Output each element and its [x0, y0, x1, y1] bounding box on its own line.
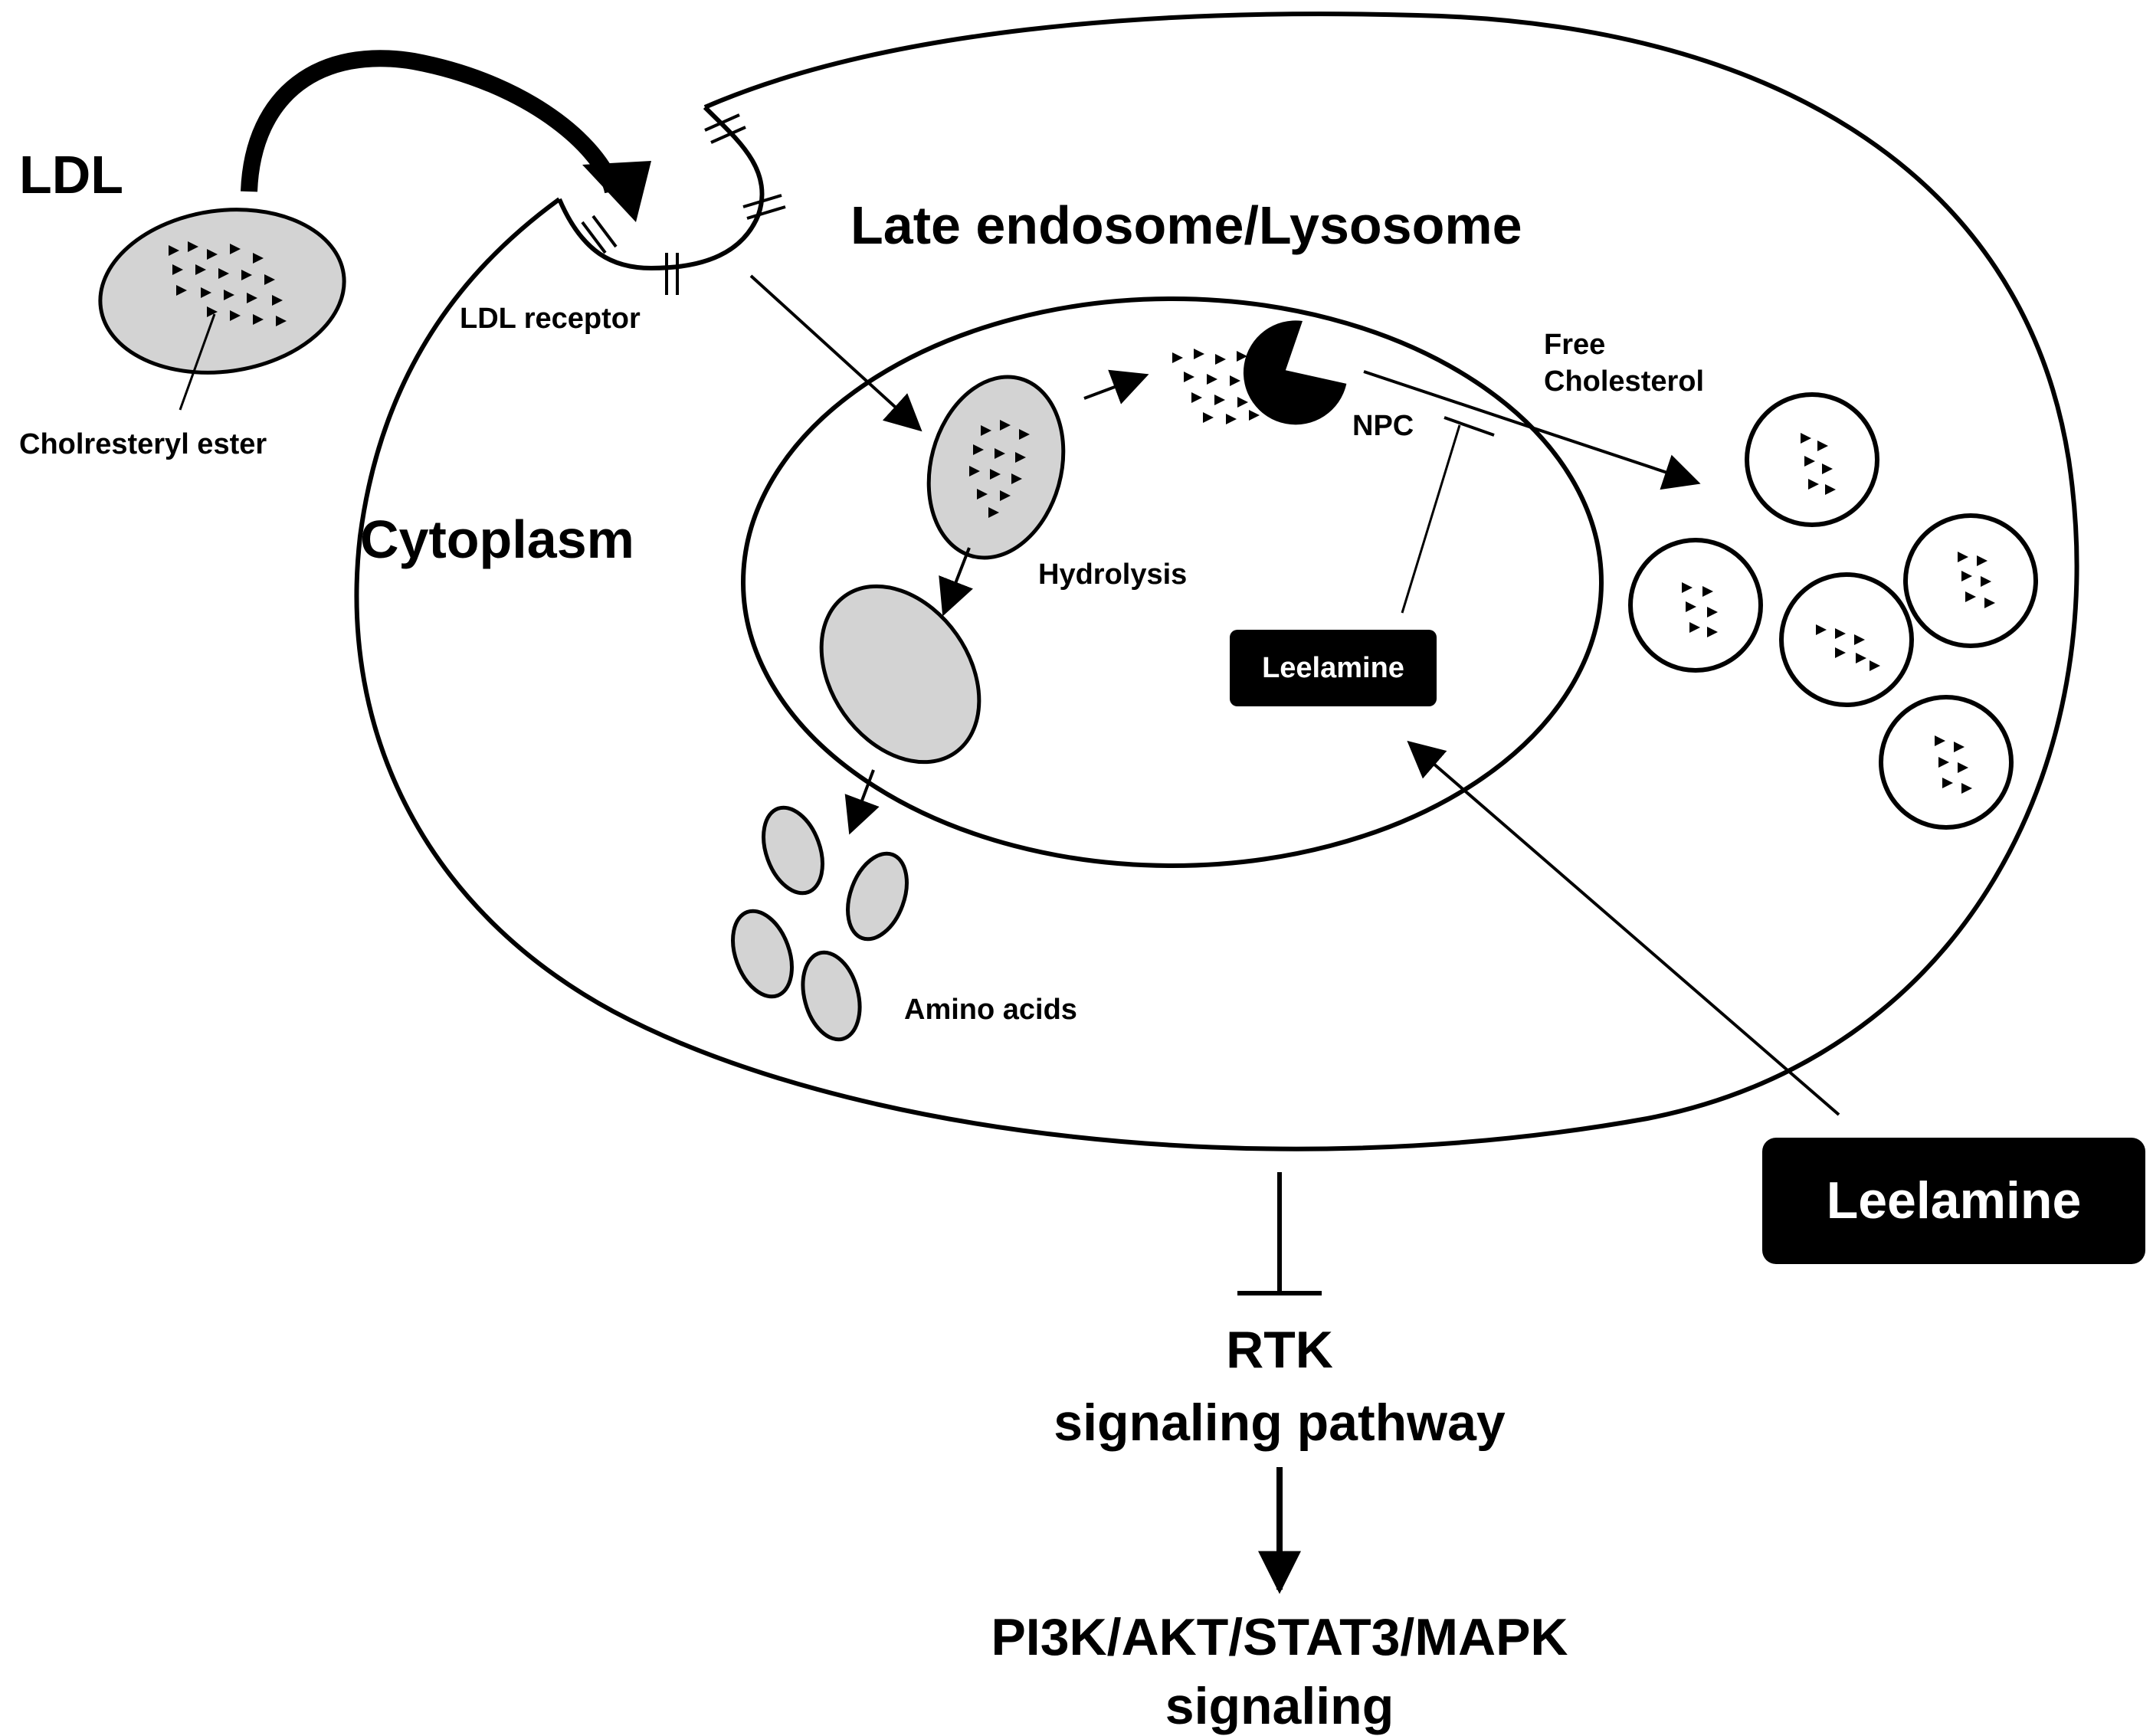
inhibition-bar	[1444, 416, 1495, 437]
cholesterol-vesicles	[1628, 392, 2038, 830]
ldl-particle	[98, 208, 346, 375]
late-endosome-label: Late endosome/Lysosome	[850, 195, 1522, 255]
late-endosome-lysosome	[741, 296, 1604, 868]
cell-membrane	[354, 11, 2079, 1151]
ldl-uptake-arrowhead	[582, 161, 651, 222]
apoprotein	[819, 584, 981, 765]
downstream-signaling-label-2: signaling	[1165, 1677, 1394, 1735]
npc-label: NPC	[1352, 410, 1414, 442]
to-npc-arrow	[1083, 369, 1149, 405]
leelamine-inner-label: Leelamine	[1262, 652, 1404, 684]
ldl-uptake-arrow	[241, 50, 621, 194]
free-label: Free	[1544, 329, 1605, 361]
leelamine-inner-pill	[1230, 630, 1437, 706]
leelamine-outer-pill	[1762, 1138, 2145, 1264]
cytoplasm-label: Cytoplasm	[360, 509, 634, 569]
coated-pit	[557, 105, 765, 271]
cholesteryl-ester-label: Cholresteryl ester	[19, 428, 267, 460]
amino-acids	[731, 805, 909, 1042]
rtk-label: RTK	[1226, 1321, 1333, 1379]
leelamine-outer-label: Leelamine	[1827, 1171, 2082, 1230]
cholesterol-export-arrow	[1363, 370, 1701, 490]
amino-acids-label: Amino acids	[904, 994, 1077, 1026]
npc-transporter	[1243, 320, 1347, 425]
rtk-pathway-label: signaling pathway	[1054, 1394, 1506, 1452]
internalization-arrow	[749, 274, 922, 432]
ldl-label: LDL	[19, 145, 123, 205]
endosomal-ldl	[926, 375, 1066, 560]
leelamine-entry-arrow	[1407, 740, 1840, 1116]
cholesterol-label: Cholesterol	[1544, 365, 1704, 398]
cholesteryl-ester-pointer	[179, 313, 216, 411]
hydrolysis-arrow	[939, 547, 974, 617]
ldl-receptor-marks	[581, 113, 786, 295]
hydrolysis-label: Hydrolysis	[1038, 558, 1187, 591]
ldl-receptor-label: LDL receptor	[460, 303, 641, 335]
leelamine-inhibition-line	[1401, 424, 1461, 614]
degradation-arrow	[844, 769, 880, 835]
downstream-signaling-label: PI3K/AKT/STAT3/MAPK	[991, 1608, 1568, 1666]
